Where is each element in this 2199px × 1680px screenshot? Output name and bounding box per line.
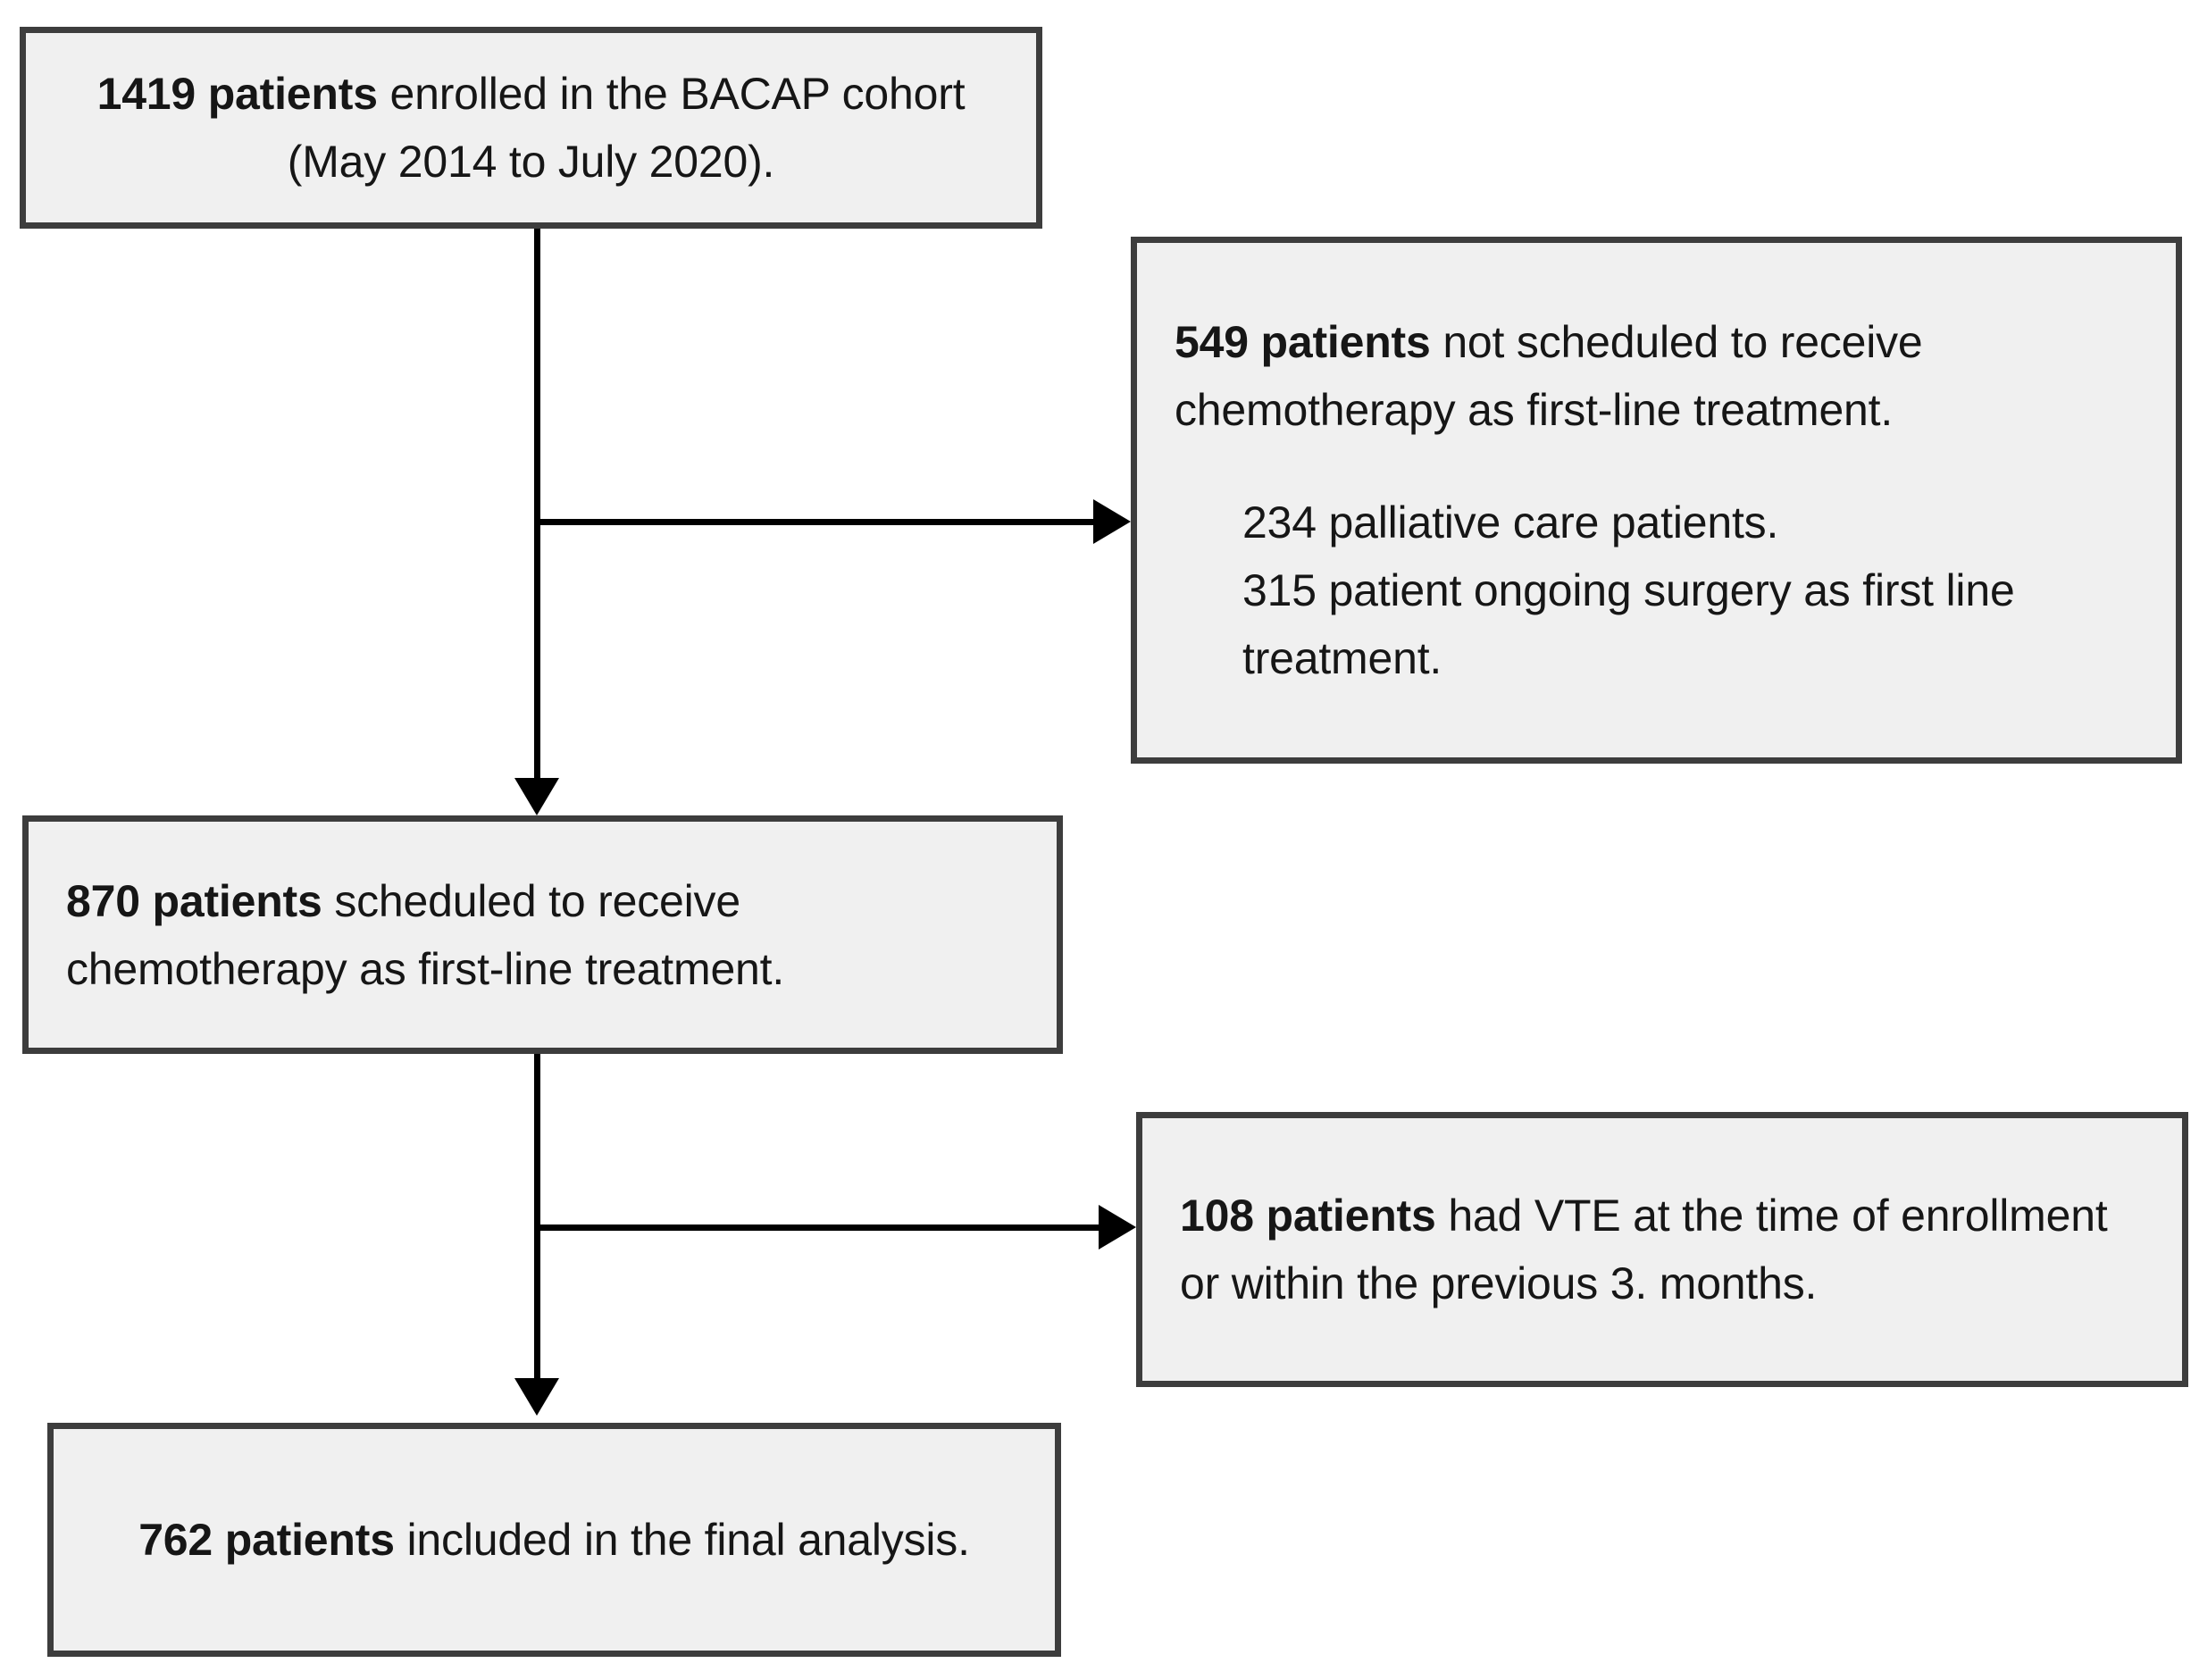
node-scheduled-chemo-rest: scheduled to receive chemotherapy as fir…: [66, 875, 785, 994]
node-scheduled-chemo-count: 870 patients: [66, 875, 322, 926]
node-enrolled-text: 1419 patients enrolled in the BACAP coho…: [26, 60, 1036, 196]
node-excluded-no-chemo-text: 549 patients not scheduled to receive ch…: [1137, 308, 2176, 444]
arrowhead-scheduled-to-final: [514, 1378, 559, 1416]
node-excluded-no-chemo-count: 549 patients: [1175, 317, 1431, 367]
node-final-analysis-count: 762 patients: [138, 1515, 395, 1565]
node-final-analysis-rest: included in the final analysis.: [394, 1515, 971, 1565]
node-final-analysis: 762 patients included in the final analy…: [47, 1423, 1061, 1657]
node-final-analysis-text: 762 patients included in the final analy…: [54, 1506, 1055, 1574]
node-enrolled: 1419 patients enrolled in the BACAP coho…: [20, 27, 1042, 229]
node-excluded-no-chemo: 549 patients not scheduled to receive ch…: [1131, 237, 2182, 764]
node-excluded-vte-count: 108 patients: [1180, 1191, 1436, 1241]
node-scheduled-chemo: 870 patients scheduled to receive chemot…: [22, 815, 1063, 1054]
node-excluded-vte-text: 108 patients had VTE at the time of enro…: [1142, 1182, 2182, 1317]
node-excluded-no-chemo-rest: not scheduled to receive chemotherapy as…: [1175, 317, 1923, 435]
connector-enrolled-to-scheduled: [534, 229, 540, 782]
connector-to-excluded-vte: [534, 1224, 1099, 1231]
node-enrolled-rest: enrolled in the BACAP cohort (May 2014 t…: [287, 69, 966, 187]
node-scheduled-chemo-text: 870 patients scheduled to receive chemot…: [29, 867, 1057, 1003]
node-excluded-no-chemo-sublist: 234 palliative care patients. 315 patien…: [1137, 489, 2176, 692]
node-enrolled-count: 1419 patients: [96, 69, 378, 119]
node-excluded-vte-rest: had VTE at the time of enrollment or wit…: [1180, 1191, 2108, 1308]
connector-scheduled-to-final: [534, 1054, 540, 1380]
arrowhead-to-excluded-no-chemo: [1093, 499, 1131, 544]
node-excluded-vte: 108 patients had VTE at the time of enro…: [1136, 1112, 2188, 1387]
arrowhead-enrolled-to-scheduled: [514, 778, 559, 815]
arrowhead-to-excluded-vte: [1099, 1205, 1136, 1250]
sub-item-palliative: 234 palliative care patients.: [1242, 497, 1779, 547]
connector-to-excluded-no-chemo: [534, 519, 1093, 525]
sub-item-surgery: 315 patient ongoing surgery as first lin…: [1242, 565, 2015, 683]
